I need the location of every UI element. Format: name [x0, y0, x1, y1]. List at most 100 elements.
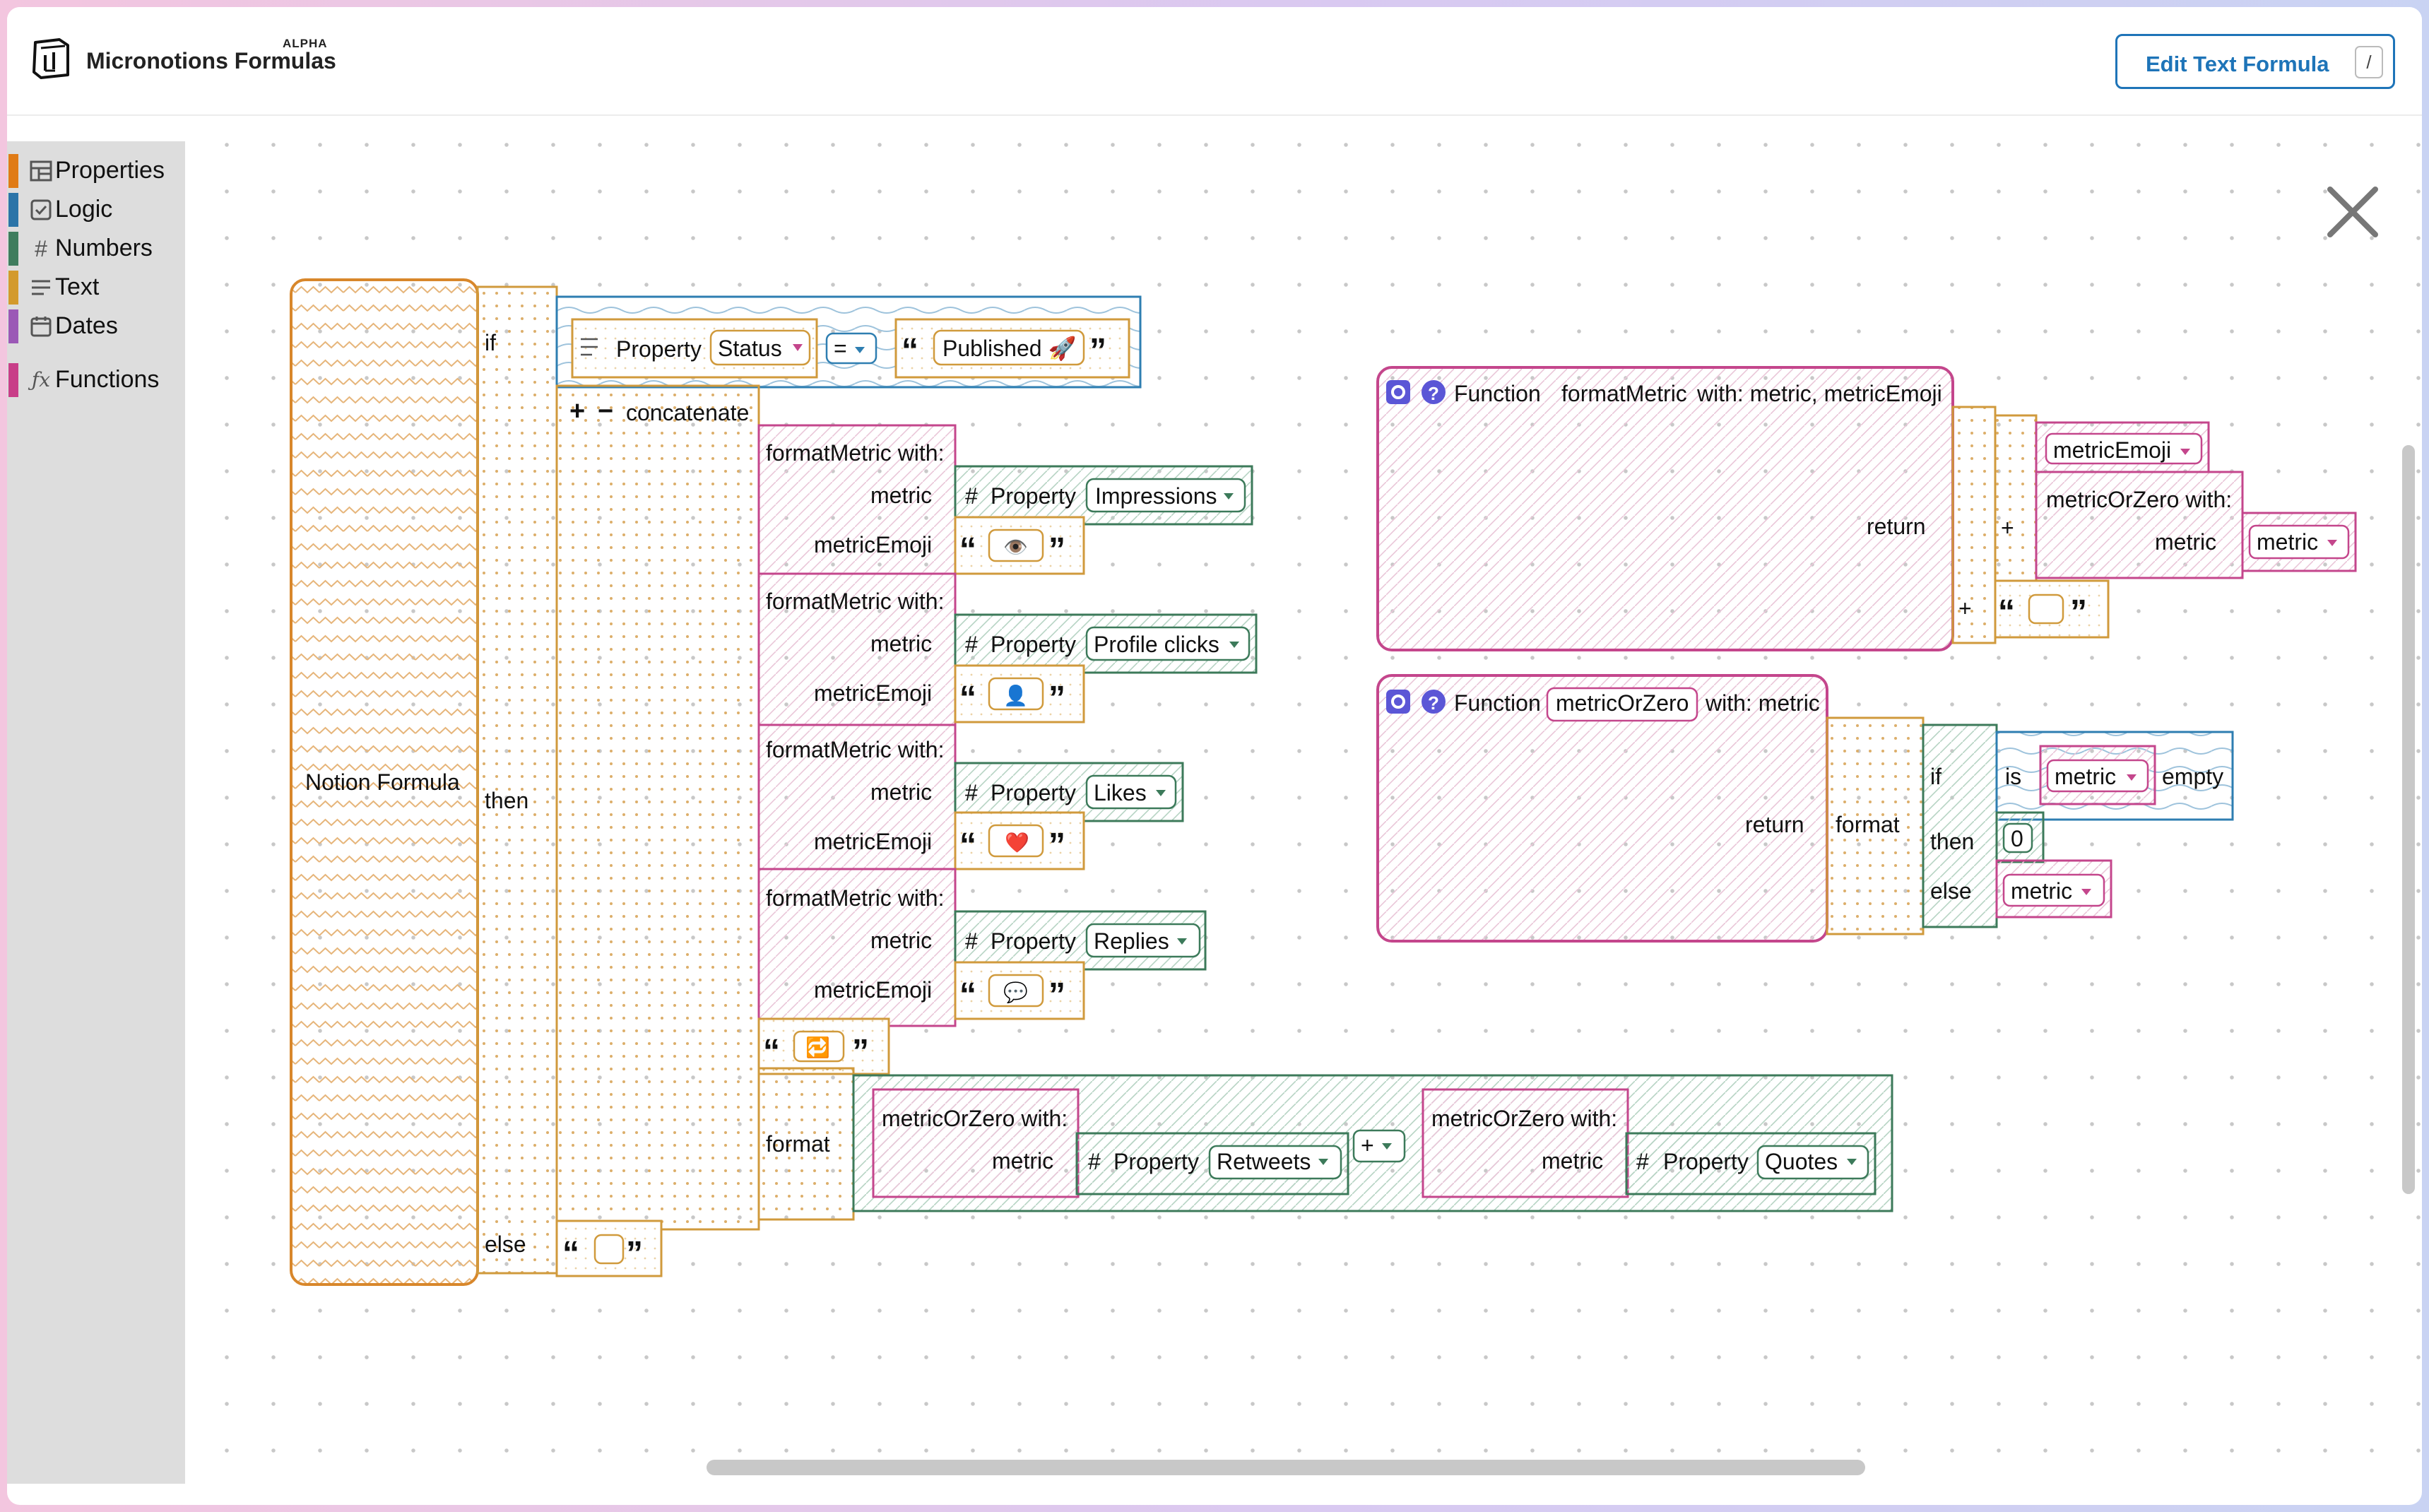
hash-icon: # — [965, 928, 978, 954]
concat-block[interactable] — [1951, 406, 1997, 644]
property-dropdown[interactable] — [1085, 626, 1251, 661]
call-label: metricOrZero with: — [882, 1106, 1068, 1131]
format-metric-call-impressions[interactable]: formatMetric with: metric metricEmoji # … — [757, 424, 1253, 575]
property-dropdown[interactable] — [1208, 1145, 1342, 1180]
function-metric-or-zero-block[interactable]: ? Function metricOrZero with: metric ret… — [1376, 674, 2234, 943]
if-label: if — [485, 330, 496, 355]
chevron-down-icon — [1382, 1143, 1392, 1150]
notion-formula-block[interactable]: Notion Formula — [290, 278, 479, 1286]
call-label: formatMetric with: — [766, 737, 944, 762]
chevron-down-icon — [1156, 790, 1166, 796]
category-color-bar — [8, 363, 18, 397]
emoji-value: ❤️ — [1005, 832, 1029, 854]
format-block[interactable]: format — [757, 1067, 855, 1221]
add-operation-block[interactable]: metricOrZero with: metric # Property Ret… — [852, 1074, 1893, 1212]
toolbox-category-text[interactable]: Text — [7, 271, 185, 305]
alpha-badge: ALPHA — [283, 37, 328, 50]
function-name[interactable]: formatMetric — [1561, 381, 1687, 406]
repeat-emoji-text-block[interactable]: “ 🔁 ” — [757, 1017, 890, 1075]
status-property-dropdown[interactable] — [709, 329, 811, 366]
concat-block[interactable] — [1994, 414, 2038, 584]
property-dropdown[interactable] — [1085, 923, 1201, 958]
text-field[interactable] — [988, 677, 1044, 711]
toolbox-category-properties[interactable]: Properties — [7, 154, 185, 188]
property-keyword: Property — [991, 632, 1076, 657]
text-field[interactable] — [988, 824, 1044, 858]
property-dropdown[interactable] — [1085, 774, 1177, 810]
checkbox-icon — [30, 199, 52, 220]
return-label: return — [1745, 812, 1804, 837]
help-icon[interactable] — [1422, 690, 1446, 714]
if-then-else-block[interactable]: if then else — [476, 285, 558, 1275]
function-keyword: Function — [1454, 690, 1541, 716]
chevron-down-icon — [2127, 774, 2137, 781]
function-name: metricOrZero — [1556, 690, 1689, 716]
else-text-block[interactable]: “ ” — [555, 1219, 663, 1277]
hash-icon: # — [965, 483, 978, 509]
edit-text-formula-button[interactable]: Edit Text Formula / — [2115, 34, 2395, 89]
chevron-down-icon — [793, 344, 803, 351]
plus-button[interactable]: + — [569, 396, 585, 426]
property-dropdown[interactable] — [1085, 478, 1246, 513]
concatenate-block[interactable]: + − concatenate — [555, 384, 760, 1231]
emoji-value: 👤 — [1003, 684, 1028, 707]
metric-or-zero-call-retweets[interactable] — [872, 1088, 1080, 1198]
operator-dropdown[interactable] — [1352, 1129, 1406, 1163]
vertical-scrollbar[interactable] — [2402, 445, 2415, 1194]
function-format-metric-block[interactable]: ? Function formatMetric with: metric, me… — [1376, 366, 2357, 651]
operator-dropdown[interactable] — [825, 332, 877, 365]
chevron-down-icon — [1177, 938, 1187, 945]
text-field[interactable] — [988, 974, 1044, 1008]
emoji-arg-label: metricEmoji — [814, 977, 932, 1003]
toolbox-category-dates[interactable]: Dates — [7, 309, 185, 343]
text-field[interactable] — [933, 329, 1085, 366]
published-value: Published 🚀 — [942, 336, 1076, 361]
property-dropdown[interactable] — [1756, 1145, 1869, 1180]
equals-condition-block[interactable]: Property Status = “ Published 🚀 ” — [555, 295, 1142, 389]
text-field[interactable] — [593, 1234, 625, 1265]
close-quote-icon: ” — [1089, 332, 1106, 370]
toolbox-category-functions[interactable]: ƒx Functions — [7, 363, 185, 397]
gear-icon[interactable] — [1386, 380, 1410, 404]
minus-button[interactable]: − — [598, 396, 613, 426]
format-block[interactable] — [1826, 716, 1925, 935]
category-color-bar — [8, 193, 18, 227]
format-metric-call-profile-clicks[interactable]: formatMetric with: metric metricEmoji # … — [757, 572, 1258, 726]
metric-or-zero-call-quotes[interactable] — [1422, 1088, 1629, 1198]
hash-icon: # — [965, 780, 978, 805]
if-then-else-block[interactable] — [1922, 723, 1998, 928]
chevron-down-icon — [1229, 642, 1239, 648]
call-label: metricOrZero with: — [1431, 1106, 1617, 1131]
close-icon[interactable] — [2324, 184, 2381, 240]
is-label: is — [2005, 764, 2021, 789]
category-label: Dates — [55, 312, 118, 339]
app-title: Micronotions Formulas — [86, 48, 336, 73]
metric-or-zero-call[interactable] — [2035, 471, 2244, 579]
chevron-down-icon — [1224, 493, 1234, 500]
close-quote-icon: ” — [1048, 680, 1065, 717]
notion-logo-icon — [32, 38, 69, 79]
property-value: Impressions — [1095, 483, 1217, 509]
chevron-down-icon — [2081, 889, 2091, 895]
metric-arg-label: metric — [870, 483, 932, 508]
format-metric-call-replies[interactable]: formatMetric with: metric metricEmoji # … — [757, 868, 1207, 1027]
blocks-canvas: Notion Formula if then else Property Sta… — [290, 278, 2357, 1286]
concatenate-label: concatenate — [626, 400, 749, 425]
property-value: Retweets — [1217, 1149, 1311, 1174]
text-block[interactable] — [1994, 579, 2110, 639]
emoji-text-block[interactable] — [954, 516, 1085, 575]
edit-text-formula-label: Edit Text Formula — [2146, 52, 2329, 76]
text-field[interactable] — [793, 1030, 845, 1063]
category-color-bar — [8, 154, 18, 188]
horizontal-scrollbar[interactable] — [707, 1460, 1865, 1475]
open-quote-icon: “ — [763, 1033, 780, 1070]
function-name-field[interactable] — [1546, 687, 1698, 722]
format-metric-call-likes[interactable]: formatMetric with: metric metricEmoji # … — [757, 723, 1184, 870]
toolbox-category-logic[interactable]: Logic — [7, 193, 185, 227]
toolbox-category-numbers[interactable]: # Numbers — [7, 232, 185, 266]
gear-icon[interactable] — [1386, 690, 1410, 714]
text-field[interactable] — [2028, 593, 2064, 625]
help-icon[interactable] — [1422, 380, 1446, 404]
text-field[interactable] — [988, 528, 1044, 562]
chevron-down-icon — [2180, 449, 2190, 455]
